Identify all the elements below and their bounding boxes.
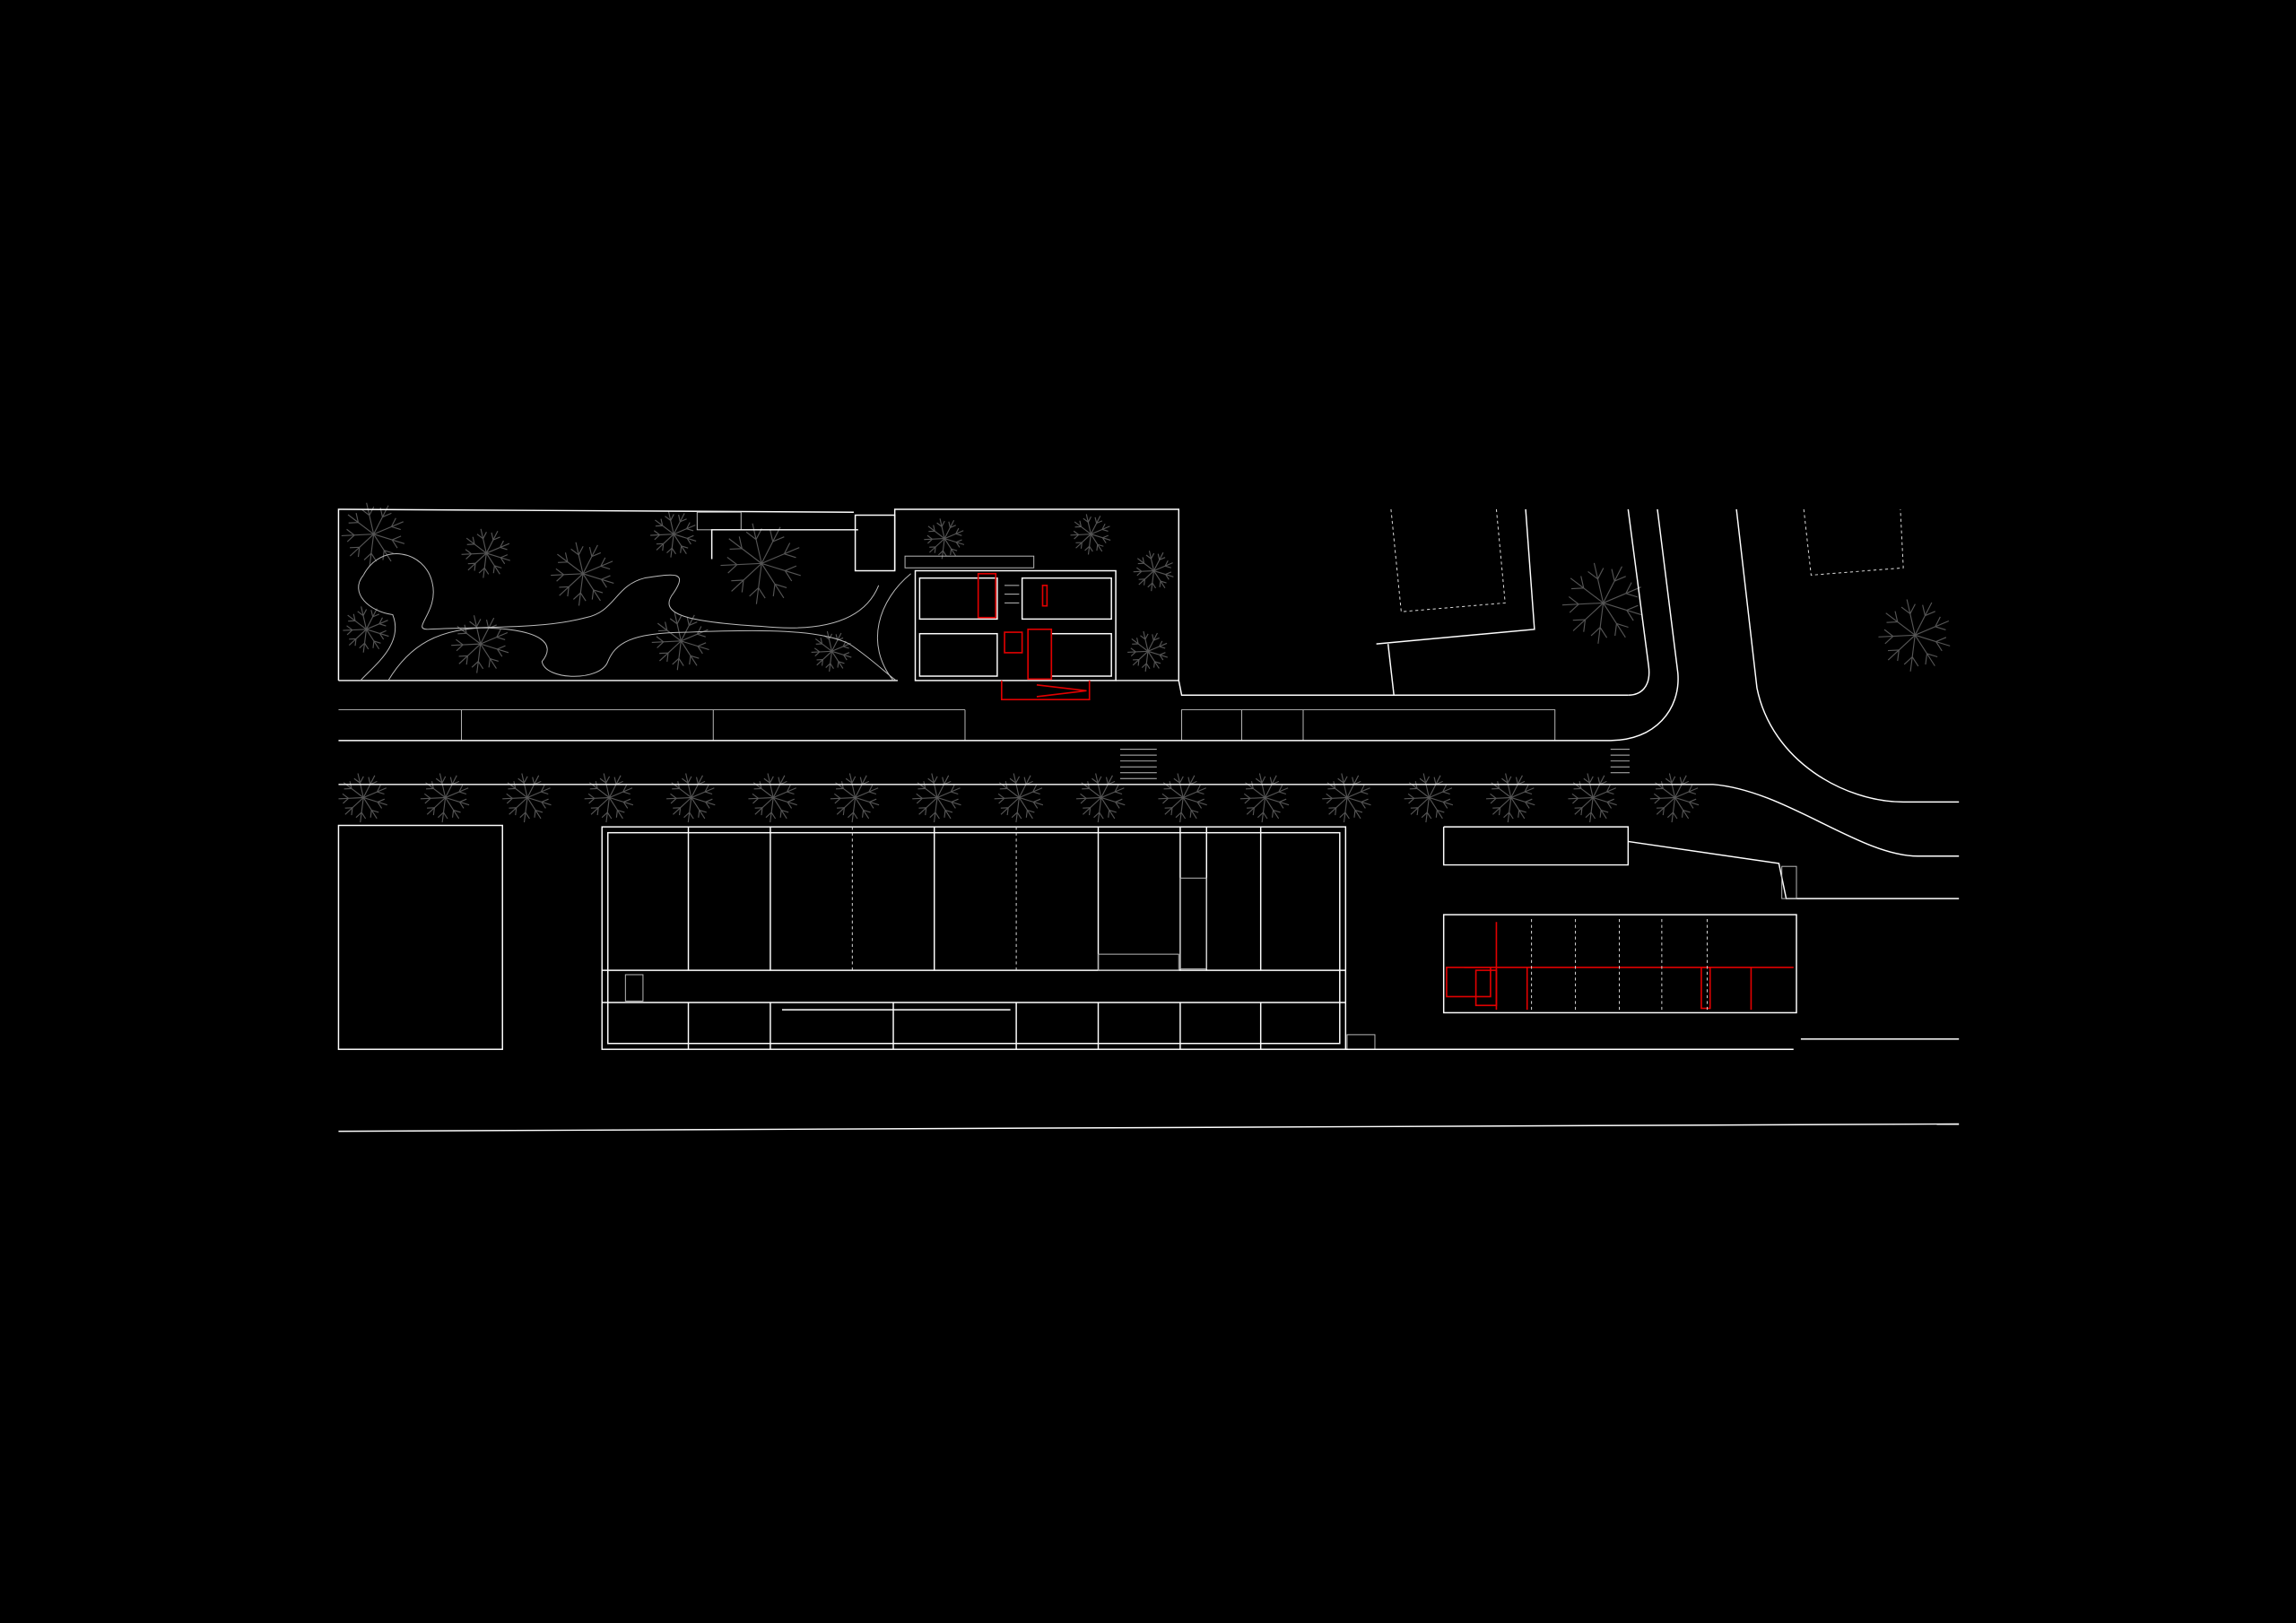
tree-icon xyxy=(1127,630,1168,673)
stairs xyxy=(696,511,742,531)
tree-icon xyxy=(748,773,797,823)
tree-icon xyxy=(650,511,697,558)
shed xyxy=(854,514,896,572)
tree-icon xyxy=(584,773,634,823)
garden-path xyxy=(362,553,880,630)
tree-icon xyxy=(994,773,1044,823)
tree-icon xyxy=(1322,773,1371,823)
tree-icon xyxy=(1133,551,1174,592)
neighbour-buildings xyxy=(337,508,1904,1050)
tree-icon xyxy=(1158,773,1207,823)
tree-icon xyxy=(451,615,509,673)
tree-icon xyxy=(338,773,387,823)
tree-icon xyxy=(830,773,880,823)
tree-icon xyxy=(502,773,552,823)
tree-icon xyxy=(811,630,852,673)
tree-icon xyxy=(551,542,614,606)
steps xyxy=(904,555,1035,568)
left-block xyxy=(337,824,503,1050)
main-building xyxy=(601,826,1376,1050)
tree-icon xyxy=(1568,773,1617,823)
house xyxy=(914,569,1117,700)
tree-icon xyxy=(341,502,405,567)
tree-icon xyxy=(420,773,470,823)
tree-icon xyxy=(1070,514,1111,555)
tree-icon xyxy=(924,518,965,560)
tree-icon xyxy=(1486,773,1535,823)
tree-icon xyxy=(1649,773,1700,823)
tree-icon xyxy=(666,773,716,823)
annex-building xyxy=(1442,914,1797,1014)
road xyxy=(338,508,1960,1133)
garden-plot xyxy=(337,508,911,681)
house-plot xyxy=(893,508,1629,700)
tree-icon xyxy=(912,773,961,823)
tree-icon xyxy=(461,528,510,578)
tree-icon xyxy=(1878,599,1951,672)
tree-icon xyxy=(343,606,389,653)
stairs xyxy=(1098,953,1179,971)
tree-icon xyxy=(651,612,709,671)
tree-icon xyxy=(1076,773,1126,823)
tree-icon xyxy=(720,523,801,604)
tree-icon xyxy=(1404,773,1454,823)
annex xyxy=(1345,826,1960,1050)
tree-icon xyxy=(1561,562,1643,644)
stairs xyxy=(1179,877,1207,969)
tree-icon xyxy=(1239,773,1290,823)
crosswalk xyxy=(1119,749,1630,779)
trees xyxy=(338,502,1951,823)
